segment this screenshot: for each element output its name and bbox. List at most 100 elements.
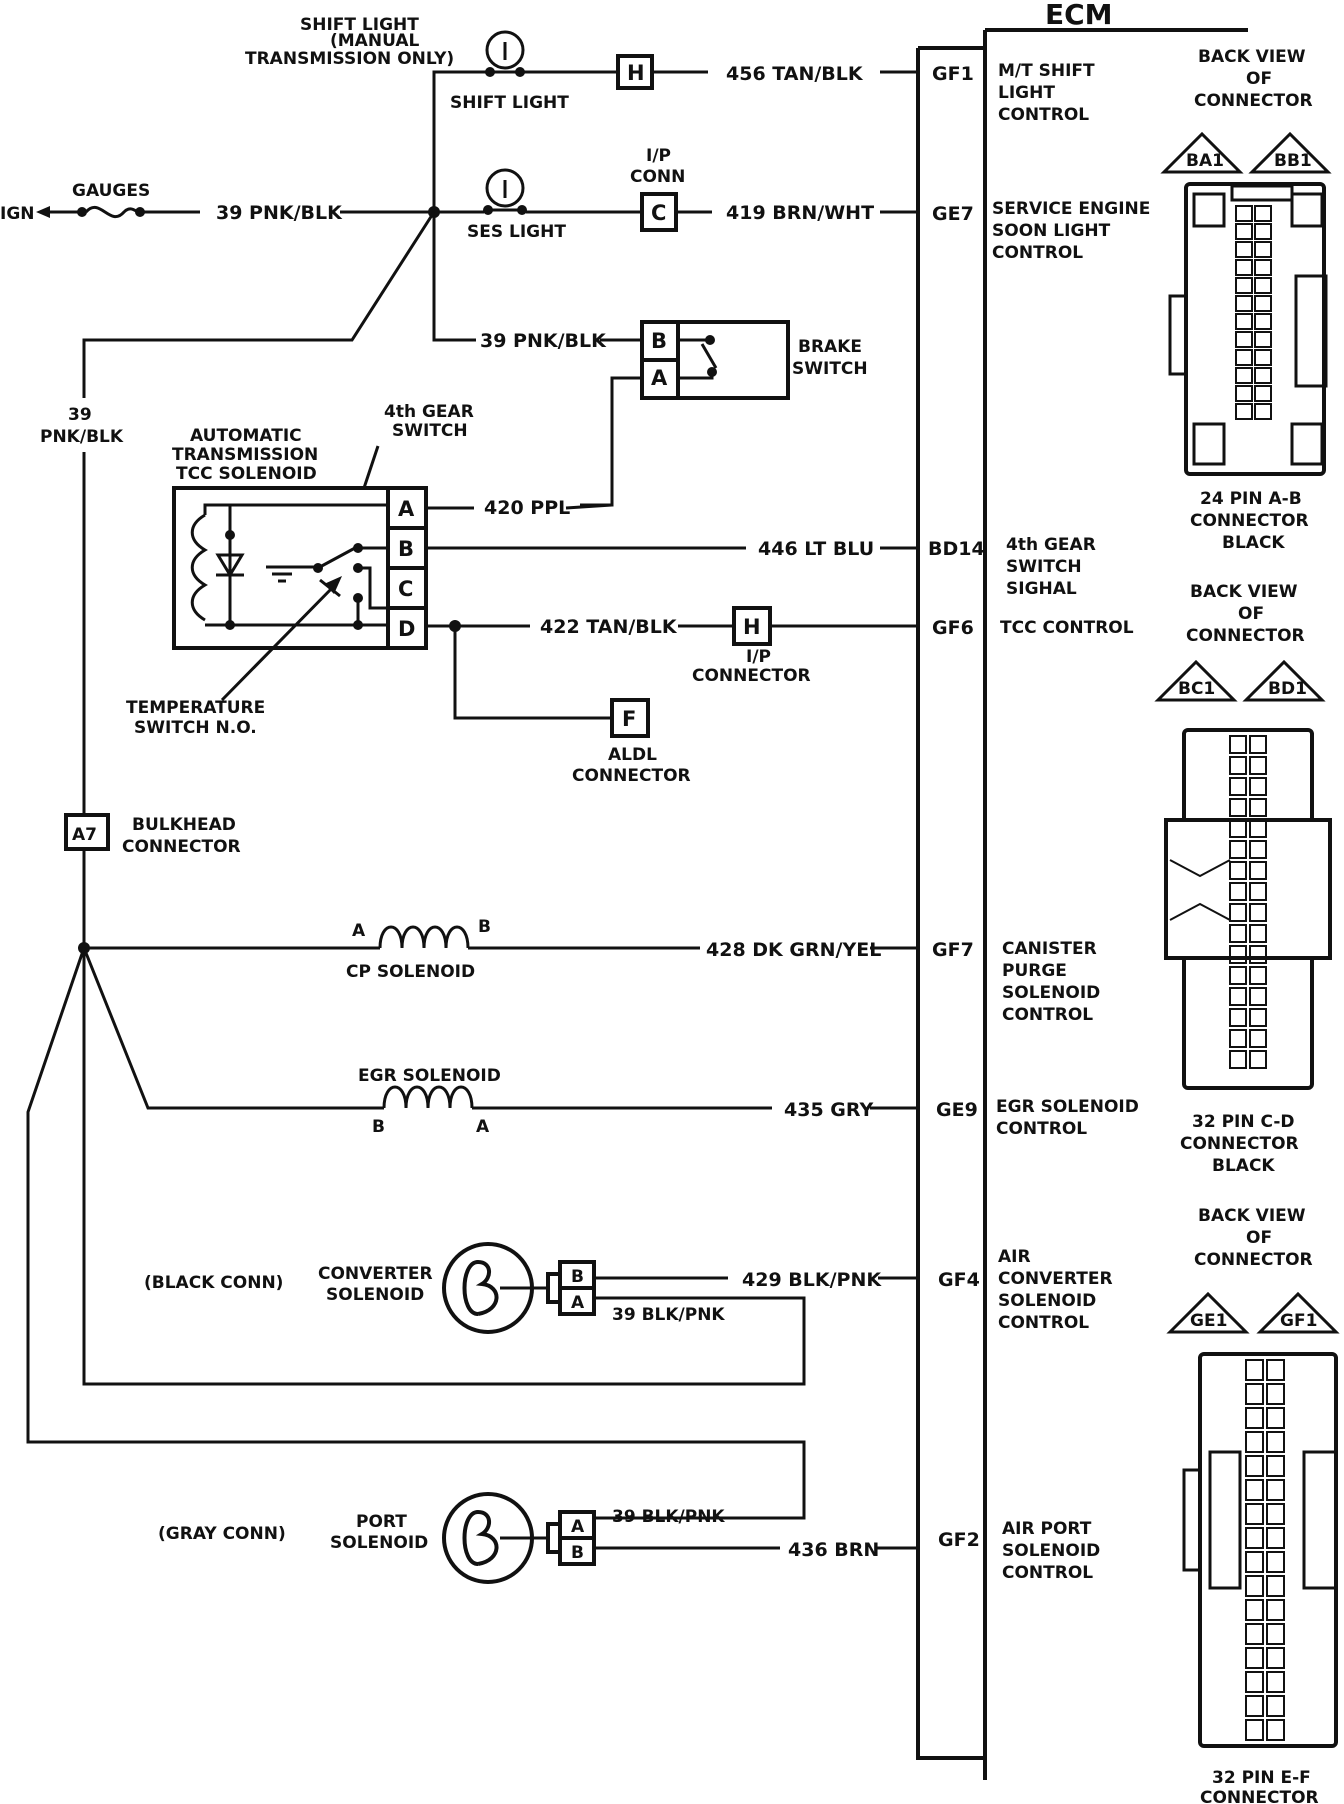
wire-435-label: 435 GRY	[784, 1099, 873, 1121]
ef-backview-3: CONNECTOR	[1194, 1250, 1313, 1270]
ef-pin1-triangle-icon	[1166, 1291, 1250, 1334]
wire-39-gauges-label: 39 PNK/BLK	[216, 202, 343, 224]
brake-pin-b: B	[651, 329, 667, 353]
wire-446-label: 446 LT BLU	[758, 538, 874, 560]
connector-a7-bulkhead	[64, 813, 110, 851]
gear-switch-label-1: 4th GEAR	[384, 402, 474, 422]
pin-gf7: GF7	[932, 939, 974, 961]
connector-ab-view: BACK VIEW OF CONNECTOR BA1 BB1	[1160, 47, 1332, 476]
wire-436-label: 436 BRN	[788, 1539, 879, 1561]
connector-ef-view: BACK VIEW OF CONNECTOR GE1 GF1	[1166, 1206, 1340, 1748]
fn-gf1-3: CONTROL	[998, 105, 1089, 125]
wire-422-label: 422 TAN/BLK	[540, 616, 678, 638]
fn-gf6-1: TCC CONTROL	[1000, 618, 1134, 638]
port-pin-b: B	[571, 1543, 584, 1563]
cp-solenoid-circuit: A B 428 DK GRN/YEL CP SOLENOID	[84, 917, 918, 982]
ef-pin2-label: GF1	[1280, 1311, 1317, 1331]
wire-39-vert-label-2: PNK/BLK	[40, 427, 124, 447]
converter-pin-b: B	[571, 1267, 584, 1287]
pin-gf6: GF6	[932, 617, 974, 639]
ef-backview-1: BACK VIEW	[1198, 1206, 1306, 1226]
brake-switch-contact-icon	[700, 343, 718, 369]
cd-pin1-label: BC1	[1178, 679, 1215, 699]
cd-caption-1: 32 PIN C-D	[1192, 1112, 1295, 1132]
fn-gf4-1: AIR	[998, 1247, 1031, 1267]
ses-light-bulb-icon	[483, 168, 527, 215]
ab-backview-2: OF	[1246, 69, 1272, 89]
connector-c-ses	[640, 192, 678, 232]
fn-gf7-3: SOLENOID	[1002, 983, 1100, 1003]
cd-pin2-label: BD1	[1268, 679, 1307, 699]
ecm-module: ECM	[916, 0, 1248, 1780]
temp-switch-label-1: TEMPERATURE	[126, 698, 265, 718]
connector-a7-label: A7	[72, 825, 97, 845]
ign-arrow-icon	[36, 206, 50, 218]
port-solenoid-circuit: (GRAY CONN) PORT SOLENOID A B 39 BLK/PNK…	[158, 1492, 918, 1584]
fn-gf1-2: LIGHT	[998, 83, 1055, 103]
auto-trans-label-2: TRANSMISSION	[172, 445, 318, 465]
ab-backview-3: CONNECTOR	[1194, 91, 1313, 111]
cp-pin-a: A	[352, 921, 366, 941]
ses-light-circuit: GAUGES IGN 39 PNK/BLK I/P CONN C 419 BRN…	[0, 146, 918, 242]
connector-f-aldl	[610, 698, 650, 738]
aldl-label-2: CONNECTOR	[572, 766, 691, 786]
cd-backview-2: OF	[1238, 604, 1264, 624]
fn-ge9-1: EGR SOLENOID	[996, 1097, 1139, 1117]
gear-switch-label-2: SWITCH	[392, 421, 468, 441]
tcc-pin-c: C	[398, 577, 413, 601]
shift-light-label-1: SHIFT LIGHT	[300, 15, 419, 35]
ef-caption-2: CONNECTOR	[1200, 1788, 1319, 1804]
aldl-label-1: ALDL	[608, 745, 657, 765]
converter-solenoid-icon	[442, 1242, 548, 1334]
tcc-pin-b: B	[398, 537, 414, 561]
wire-429-label: 429 BLK/PNK	[742, 1269, 882, 1291]
fn-gf2-1: AIR PORT	[1002, 1519, 1092, 1539]
ab-pin-grid	[1235, 205, 1272, 420]
fn-gf7-2: PURGE	[1002, 961, 1067, 981]
converter-solenoid-circuit: (BLACK CONN) CONVERTER SOLENOID B A 429 …	[26, 947, 918, 1520]
wire-420-label: 420 PPL	[484, 497, 570, 519]
wire-428-label: 428 DK GRN/YEL	[706, 939, 881, 961]
connector-h-shift-label: H	[627, 61, 645, 85]
gray-conn-label: (GRAY CONN)	[158, 1524, 286, 1544]
ses-light-name: SES LIGHT	[467, 222, 566, 242]
cd-pin2-triangle-icon	[1242, 659, 1326, 702]
egr-solenoid-circuit: EGR SOLENOID B A 435 GRY	[82, 947, 918, 1137]
connector-c-ses-label: C	[651, 201, 666, 225]
ef-pin2-triangle-icon	[1256, 1291, 1340, 1334]
brake-label-2: SWITCH	[792, 359, 868, 379]
brake-switch-circuit: 39 PNK/BLK B A BRAKE SWITCH	[432, 212, 868, 507]
tcc-diode-icon	[215, 553, 245, 578]
ab-pin2-triangle-icon	[1248, 131, 1332, 174]
wire-39-vert-label-1: 39	[68, 405, 92, 425]
temp-switch-pointer	[220, 582, 338, 702]
temp-switch-label-2: SWITCH N.O.	[134, 718, 257, 738]
wire-39-port-label: 39 BLK/PNK	[612, 1507, 725, 1527]
port-label-2: SOLENOID	[330, 1533, 428, 1553]
cd-backview-3: CONNECTOR	[1186, 626, 1305, 646]
ip-connector-label-1: I/P	[746, 647, 771, 667]
egr-pin-a: A	[476, 1117, 490, 1137]
black-conn-label: (BLACK CONN)	[144, 1273, 283, 1293]
cd-caption-2: CONNECTOR	[1180, 1134, 1299, 1154]
brake-label-1: BRAKE	[798, 337, 862, 357]
wire-456-label: 456 TAN/BLK	[726, 63, 864, 85]
pin-gf2: GF2	[938, 1529, 980, 1551]
cd-caption-3: BLACK	[1212, 1156, 1275, 1176]
port-label-1: PORT	[356, 1512, 407, 1532]
fn-ge7-2: SOON LIGHT	[992, 221, 1111, 241]
converter-label-2: SOLENOID	[326, 1285, 424, 1305]
converter-label-1: CONVERTER	[318, 1264, 433, 1284]
tcc-pin-a: A	[398, 497, 415, 521]
fn-gf2-2: SOLENOID	[1002, 1541, 1100, 1561]
cp-solenoid-coil-icon	[378, 925, 470, 949]
port-pin-a: A	[571, 1517, 585, 1537]
fn-bd14-3: SIGHAL	[1006, 579, 1077, 599]
fn-ge7-1: SERVICE ENGINE	[992, 199, 1150, 219]
shift-light-label-3: TRANSMISSION ONLY)	[245, 49, 454, 69]
fn-gf4-2: CONVERTER	[998, 1269, 1113, 1289]
shift-light-bulb-icon	[485, 30, 525, 77]
ign-label: IGN	[0, 204, 35, 224]
wire-39-brake-label: 39 PNK/BLK	[480, 330, 607, 352]
pin-gf1: GF1	[932, 63, 974, 85]
